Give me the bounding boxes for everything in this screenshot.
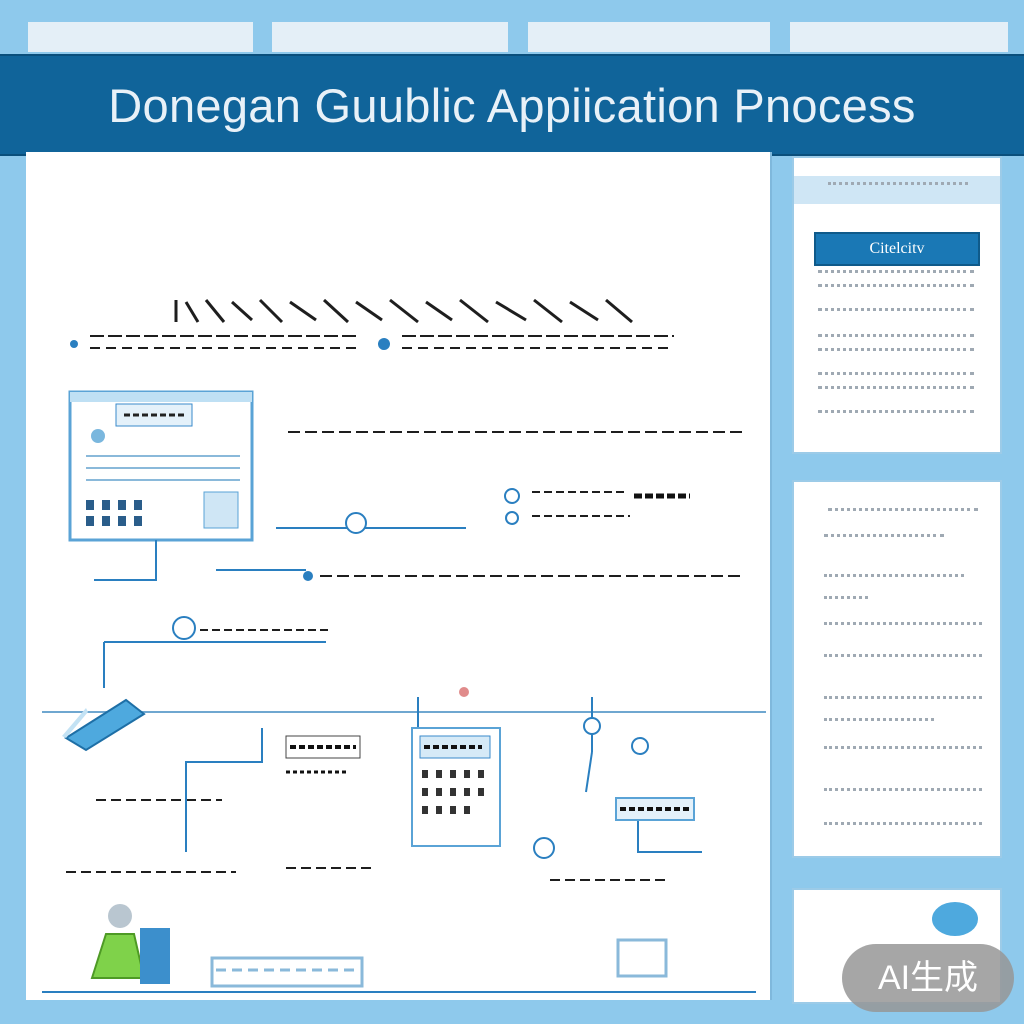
circle-node-icon <box>583 717 601 735</box>
list-item <box>818 334 974 341</box>
circle-node-icon <box>172 616 196 640</box>
pin-icon <box>459 687 469 697</box>
list-item <box>824 788 982 795</box>
circle-node-icon <box>505 511 519 525</box>
flow-connectors <box>42 527 766 853</box>
person-figure <box>90 904 170 984</box>
pin-icon <box>70 340 78 348</box>
bottom-widgets <box>210 938 668 988</box>
arrow-head-icon <box>303 571 313 581</box>
list-item <box>818 270 974 277</box>
criteria-button[interactable]: Citelcitv <box>814 232 980 266</box>
step-text-lines <box>66 431 742 881</box>
folder-icon <box>62 698 146 752</box>
list-item <box>818 348 974 355</box>
list-item <box>818 372 974 379</box>
list-item <box>824 718 934 725</box>
flowchart-panel <box>26 152 772 1000</box>
mid-labels <box>200 491 690 631</box>
tab-2[interactable] <box>272 22 508 52</box>
criteria-header-text <box>828 182 968 188</box>
flowchart-diagram <box>42 298 766 993</box>
form-card <box>68 390 254 542</box>
list-item <box>818 410 974 417</box>
step-box <box>533 717 695 859</box>
list-item <box>824 746 982 753</box>
list-item <box>824 622 982 629</box>
page-title: Donegan Guublic Appiication Pnocess <box>108 78 916 132</box>
tab-4[interactable] <box>790 22 1008 52</box>
flow-nodes <box>172 488 520 697</box>
document-card <box>411 727 501 847</box>
list-item <box>818 284 974 291</box>
list-item <box>824 534 944 541</box>
list-item <box>818 308 974 315</box>
criteria-panel: Citelcitv <box>792 156 1002 454</box>
list-item <box>824 654 982 661</box>
circle-node-icon <box>504 488 520 504</box>
ai-generated-badge: AI生成 <box>842 944 1014 1012</box>
circle-node-icon <box>631 737 649 755</box>
heading-glyphs <box>70 298 674 350</box>
list-item <box>824 574 964 581</box>
tab-3[interactable] <box>528 22 770 52</box>
title-bar: Donegan Guublic Appiication Pnocess <box>0 54 1024 156</box>
process-box <box>285 735 361 774</box>
status-indicator <box>932 902 978 936</box>
list-item <box>818 386 974 393</box>
steps-panel <box>792 480 1002 858</box>
circle-node-icon <box>345 512 367 534</box>
list-item <box>828 508 978 515</box>
circle-node-icon <box>533 837 555 859</box>
person-icon <box>91 429 105 443</box>
list-item <box>824 822 982 829</box>
criteria-header <box>794 176 1000 204</box>
tab-1[interactable] <box>28 22 253 52</box>
pin-icon <box>378 338 390 350</box>
list-item <box>824 696 982 703</box>
list-item <box>824 596 868 603</box>
